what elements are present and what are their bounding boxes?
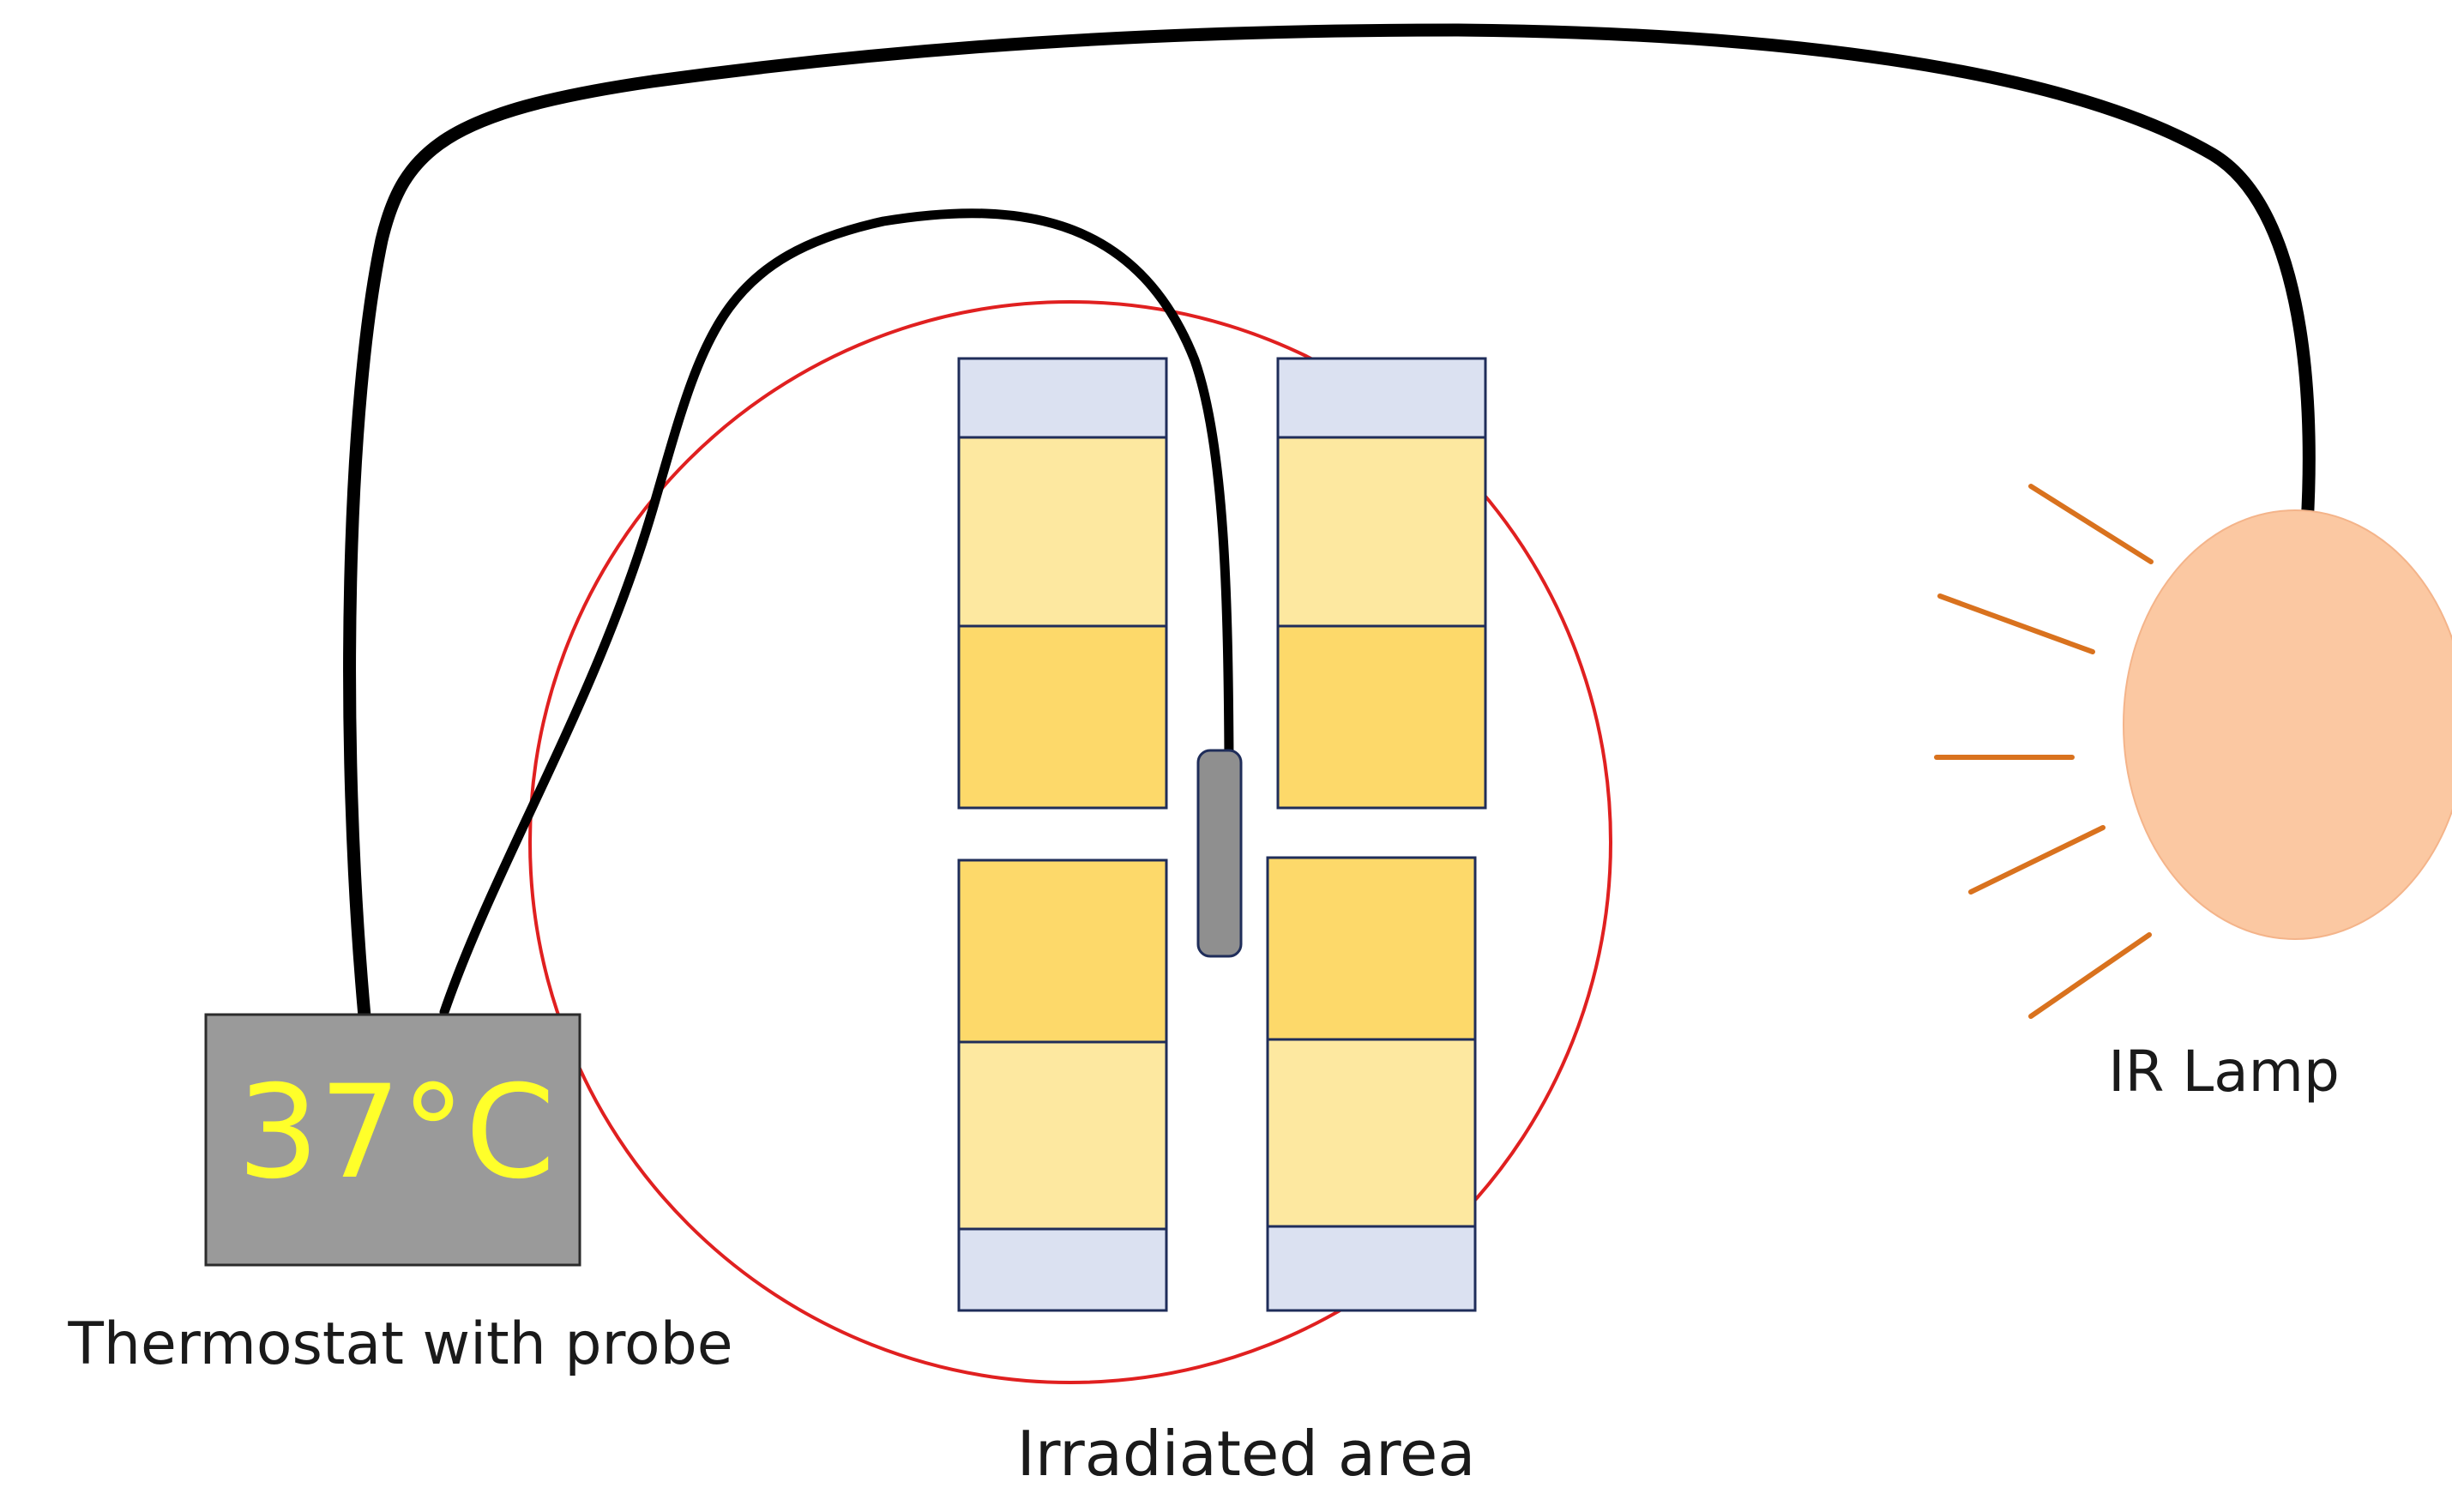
thermostat-display: 37°C — [238, 1058, 556, 1208]
ray-1 — [2028, 484, 2154, 564]
sample-tube-bottom-right — [1266, 856, 1477, 1312]
ray-2 — [1937, 593, 2095, 654]
probe-cable — [439, 208, 1234, 1017]
ray-4 — [1968, 825, 2106, 895]
ir-lamp — [1934, 484, 2452, 1019]
ir-lamp-bulb-icon — [2123, 509, 2452, 940]
ir-rays — [1934, 484, 2154, 1019]
ray-5 — [2028, 932, 2152, 1019]
irradiated-area-label: Irradiated area — [1017, 1418, 1476, 1490]
sample-tube-top-left — [957, 357, 1168, 810]
lamp-power-cable — [343, 23, 2316, 1023]
irradiated-area-circle — [528, 300, 1612, 1384]
thermostat-box-icon — [204, 1013, 581, 1267]
sample-tube-bottom-left — [957, 858, 1168, 1312]
sample-tube-top-right — [1276, 357, 1487, 810]
thermostat-label: Thermostat with probe — [67, 1310, 732, 1378]
ir-lamp-label: IR Lamp — [2108, 1039, 2340, 1105]
thermostat: 37°C — [204, 1013, 581, 1267]
temperature-probe-icon — [1196, 749, 1243, 958]
